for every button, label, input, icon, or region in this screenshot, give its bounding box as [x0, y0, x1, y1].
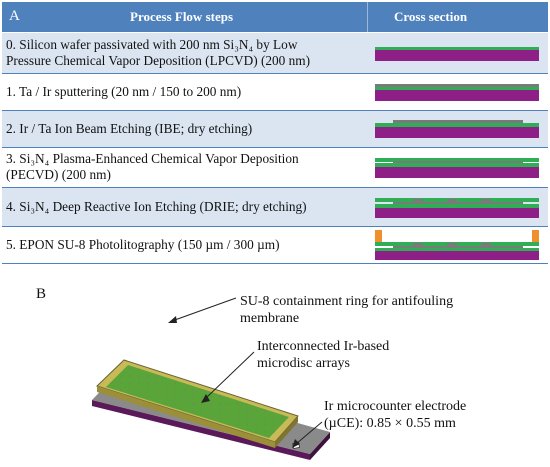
silicon-substrate [375, 50, 539, 61]
step-text: 2. Ir / Ta Ion Beam Etching (IBE; dry et… [6, 121, 362, 137]
step-text-line1: 0. Silicon wafer passivated with 200 nm … [6, 37, 298, 52]
device-3d-sketch [92, 297, 330, 460]
silicon-substrate [375, 208, 539, 218]
su8-wall-left [375, 230, 382, 242]
silicon-substrate [375, 127, 539, 138]
microdisc-dots [106, 365, 289, 438]
step-text-line2: Pressure Chemical Vapor Deposition (LPCV… [6, 53, 311, 68]
silicon-substrate [375, 251, 539, 260]
top-nitride [375, 158, 539, 162]
step-row-4: 4. Si₃N₄ Deep Reactive Ion Etching (DRIE… [2, 188, 548, 227]
nitride-layer [375, 163, 539, 167]
cross-section-ibe [375, 120, 539, 138]
step-row-0: 0. Silicon wafer passivated with 200 nm … [2, 33, 548, 74]
device-illustration-panel: B SU-8 containment ring for antifouling … [0, 268, 550, 467]
microdisc-arrowhead [201, 394, 210, 403]
step-text: 4. Si₃N₄ Deep Reactive Ion Etching (DRIE… [6, 199, 362, 215]
step-row-1: 1. Ta / Ir sputtering (20 nm / 150 to 20… [2, 74, 548, 111]
su8-ring-side-right [275, 416, 298, 448]
step-text-line1: 4. Si₃N₄ Deep Reactive Ion Etching (DRIE… [6, 199, 307, 214]
counter-arrowhead [292, 439, 300, 448]
chip-base-side [92, 400, 310, 460]
process-flow-table: A Process Flow steps Cross section 0. Si… [2, 2, 548, 264]
embedded-metal [393, 202, 523, 204]
cross-section-sputter [375, 84, 539, 101]
annotation-line: SU-8 containment ring for antifouling [240, 294, 454, 309]
exposed-metal-opening [481, 243, 491, 246]
exposed-metal-opening [481, 199, 491, 202]
nitride-layer [375, 47, 539, 50]
counter-leader-line [295, 421, 323, 445]
column-divider [367, 2, 368, 32]
nitride-layer [375, 87, 539, 90]
nitride-layer [375, 248, 539, 251]
counter-electrode-annotation: Ir microcounter electrode (µCE): 0.85 × … [324, 398, 466, 432]
chip-base-right [310, 432, 330, 460]
ring-arrowhead [168, 316, 177, 323]
su8-ring-side [97, 386, 275, 448]
step-text-line2: (PECVD) (200 nm) [6, 167, 111, 182]
table-header: A Process Flow steps Cross section [2, 2, 548, 32]
step-text: 3. Si₃N₄ Plasma-Enhanced Chemical Vapor … [6, 151, 362, 183]
cross-section-wafer [375, 47, 539, 61]
panel-b-label: B [36, 286, 47, 302]
step-text-line1: 2. Ir / Ta Ion Beam Etching (IBE; dry et… [6, 121, 253, 136]
panel-a-label: A [9, 8, 20, 24]
step-row-3: 3. Si₃N₄ Plasma-Enhanced Chemical Vapor … [2, 148, 548, 188]
embedded-metal [393, 161, 523, 163]
nitride-layer [375, 204, 539, 208]
nitride-layer [375, 123, 539, 127]
cross-section-column-header: Cross section [394, 9, 468, 24]
step-text: 1. Ta / Ir sputtering (20 nm / 150 to 20… [6, 84, 362, 100]
step-text-line1: 1. Ta / Ir sputtering (20 nm / 150 to 20… [6, 84, 242, 99]
annotation-line: (µCE): 0.85 × 0.55 mm [324, 416, 456, 431]
steps-column-header: Process Flow steps [130, 9, 234, 24]
annotation-line: microdisc arrays [257, 356, 350, 371]
silicon-substrate [375, 90, 539, 101]
metal-layer [375, 84, 539, 87]
exposed-metal-opening [447, 199, 457, 202]
cross-section-su8 [375, 230, 539, 260]
exposed-metal-opening [413, 199, 423, 202]
microdisc-leader-line [205, 351, 255, 399]
su8-ring-annotation: SU-8 containment ring for antifouling me… [240, 293, 453, 327]
embedded-metal [393, 246, 523, 248]
microdisc-annotation: Interconnected Ir-based microdisc arrays [257, 338, 389, 372]
su8-wall-right [532, 230, 539, 242]
silicon-substrate [375, 167, 539, 178]
step-row-5: 5. EPON SU-8 Photolitography (150 µm / 3… [2, 227, 548, 264]
annotation-line: membrane [240, 311, 300, 326]
cross-section-pecvd [375, 158, 539, 178]
annotation-line: Interconnected Ir-based [257, 339, 390, 354]
step-row-2: 2. Ir / Ta Ion Beam Etching (IBE; dry et… [2, 111, 548, 148]
step-text-line1: 3. Si₃N₄ Plasma-Enhanced Chemical Vapor … [6, 151, 299, 166]
patterned-metal [393, 120, 523, 123]
step-text: 5. EPON SU-8 Photolitography (150 µm / 3… [6, 237, 362, 253]
step-text-line1: 5. EPON SU-8 Photolitography (150 µm / 3… [6, 237, 280, 252]
step-text: 0. Silicon wafer passivated with 200 nm … [6, 37, 362, 69]
cross-section-drie [375, 198, 539, 218]
ring-leader-line [171, 297, 237, 322]
annotation-line: Ir microcounter electrode [324, 399, 467, 414]
exposed-metal-opening [447, 243, 457, 246]
exposed-metal-opening [413, 243, 423, 246]
